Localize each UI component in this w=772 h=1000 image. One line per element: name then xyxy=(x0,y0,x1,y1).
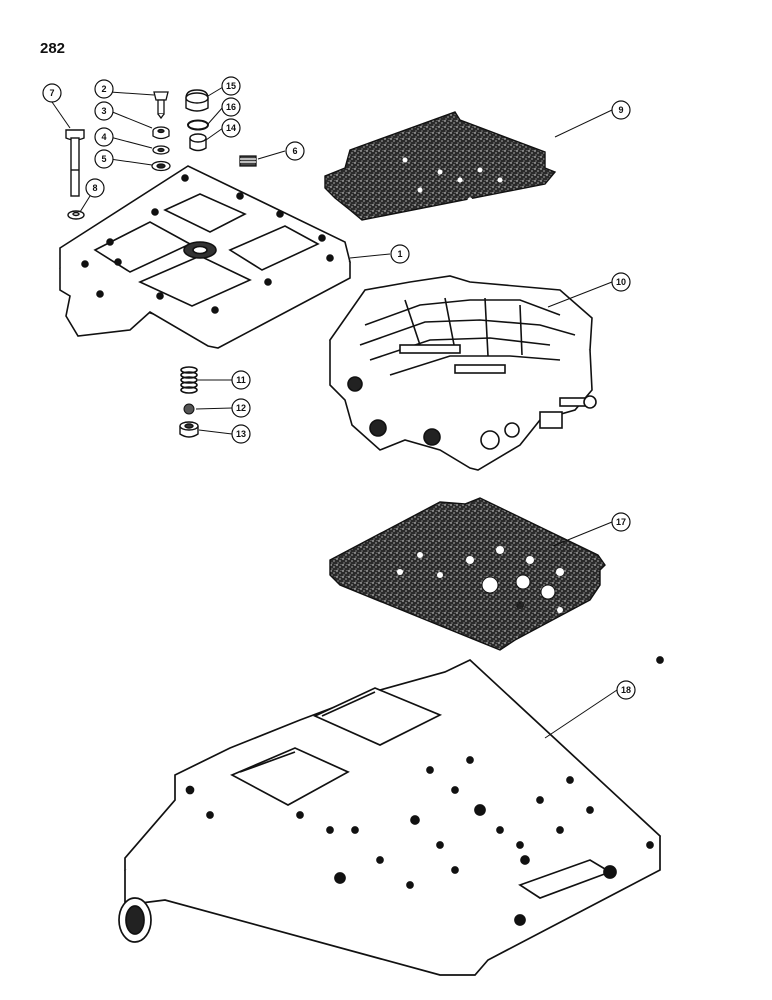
screw-part-2 xyxy=(153,91,169,120)
seat-part-13 xyxy=(179,421,199,438)
page-number: 282 xyxy=(40,40,66,57)
callout-15: 15 xyxy=(221,76,241,96)
seal-part-5 xyxy=(151,160,171,172)
svg-text:7: 7 xyxy=(49,88,54,98)
leader-lines xyxy=(51,86,618,739)
callout-13: 13 xyxy=(231,424,251,444)
svg-text:5: 5 xyxy=(101,154,106,164)
svg-text:1: 1 xyxy=(397,249,402,259)
svg-text:16: 16 xyxy=(226,102,236,112)
svg-text:6: 6 xyxy=(292,146,297,156)
gasket-part-17 xyxy=(329,497,606,651)
callout-10: 10 xyxy=(611,272,631,292)
svg-text:10: 10 xyxy=(616,277,626,287)
svg-text:17: 17 xyxy=(616,517,626,527)
callout-18: 18 xyxy=(616,680,636,700)
sleeve-part-14 xyxy=(189,133,207,152)
callout-7: 7 xyxy=(42,83,62,103)
plug-part-15 xyxy=(185,89,209,112)
callout-8: 8 xyxy=(85,178,105,198)
callout-17: 17 xyxy=(611,512,631,532)
callout-16: 16 xyxy=(221,97,241,117)
svg-text:15: 15 xyxy=(226,81,236,91)
callout-4: 4 xyxy=(94,127,114,147)
ball-part-12 xyxy=(183,403,195,415)
svg-text:9: 9 xyxy=(618,105,623,115)
callouts: 1 2 3 4 5 6 7 8 9 10 11 12 13 14 15 16 1… xyxy=(42,76,636,700)
svg-text:11: 11 xyxy=(236,375,246,385)
gasket-part-9 xyxy=(324,111,557,221)
svg-text:18: 18 xyxy=(621,685,631,695)
cover-plate-part-1 xyxy=(59,165,351,349)
callout-1: 1 xyxy=(390,244,410,264)
callout-2: 2 xyxy=(94,79,114,99)
set-screw-part-6 xyxy=(239,155,257,167)
callout-5: 5 xyxy=(94,149,114,169)
svg-text:3: 3 xyxy=(101,106,106,116)
valve-body-part-10 xyxy=(328,275,597,471)
spring-part-11 xyxy=(180,366,198,394)
bolt-part-7 xyxy=(65,129,85,197)
callout-11: 11 xyxy=(231,370,251,390)
callout-9: 9 xyxy=(611,100,631,120)
nut-part-3 xyxy=(152,126,170,140)
svg-text:13: 13 xyxy=(236,429,246,439)
callout-3: 3 xyxy=(94,101,114,121)
washer-part-4 xyxy=(152,145,170,155)
callout-14: 14 xyxy=(221,118,241,138)
base-plate-part-18 xyxy=(118,656,664,976)
svg-text:8: 8 xyxy=(92,183,97,193)
svg-text:4: 4 xyxy=(101,132,106,142)
svg-text:12: 12 xyxy=(236,403,246,413)
o-ring-part-16 xyxy=(187,119,209,131)
washer-part-8 xyxy=(67,210,85,220)
svg-text:14: 14 xyxy=(226,123,236,133)
callout-6: 6 xyxy=(285,141,305,161)
svg-text:2: 2 xyxy=(101,84,106,94)
callout-12: 12 xyxy=(231,398,251,418)
